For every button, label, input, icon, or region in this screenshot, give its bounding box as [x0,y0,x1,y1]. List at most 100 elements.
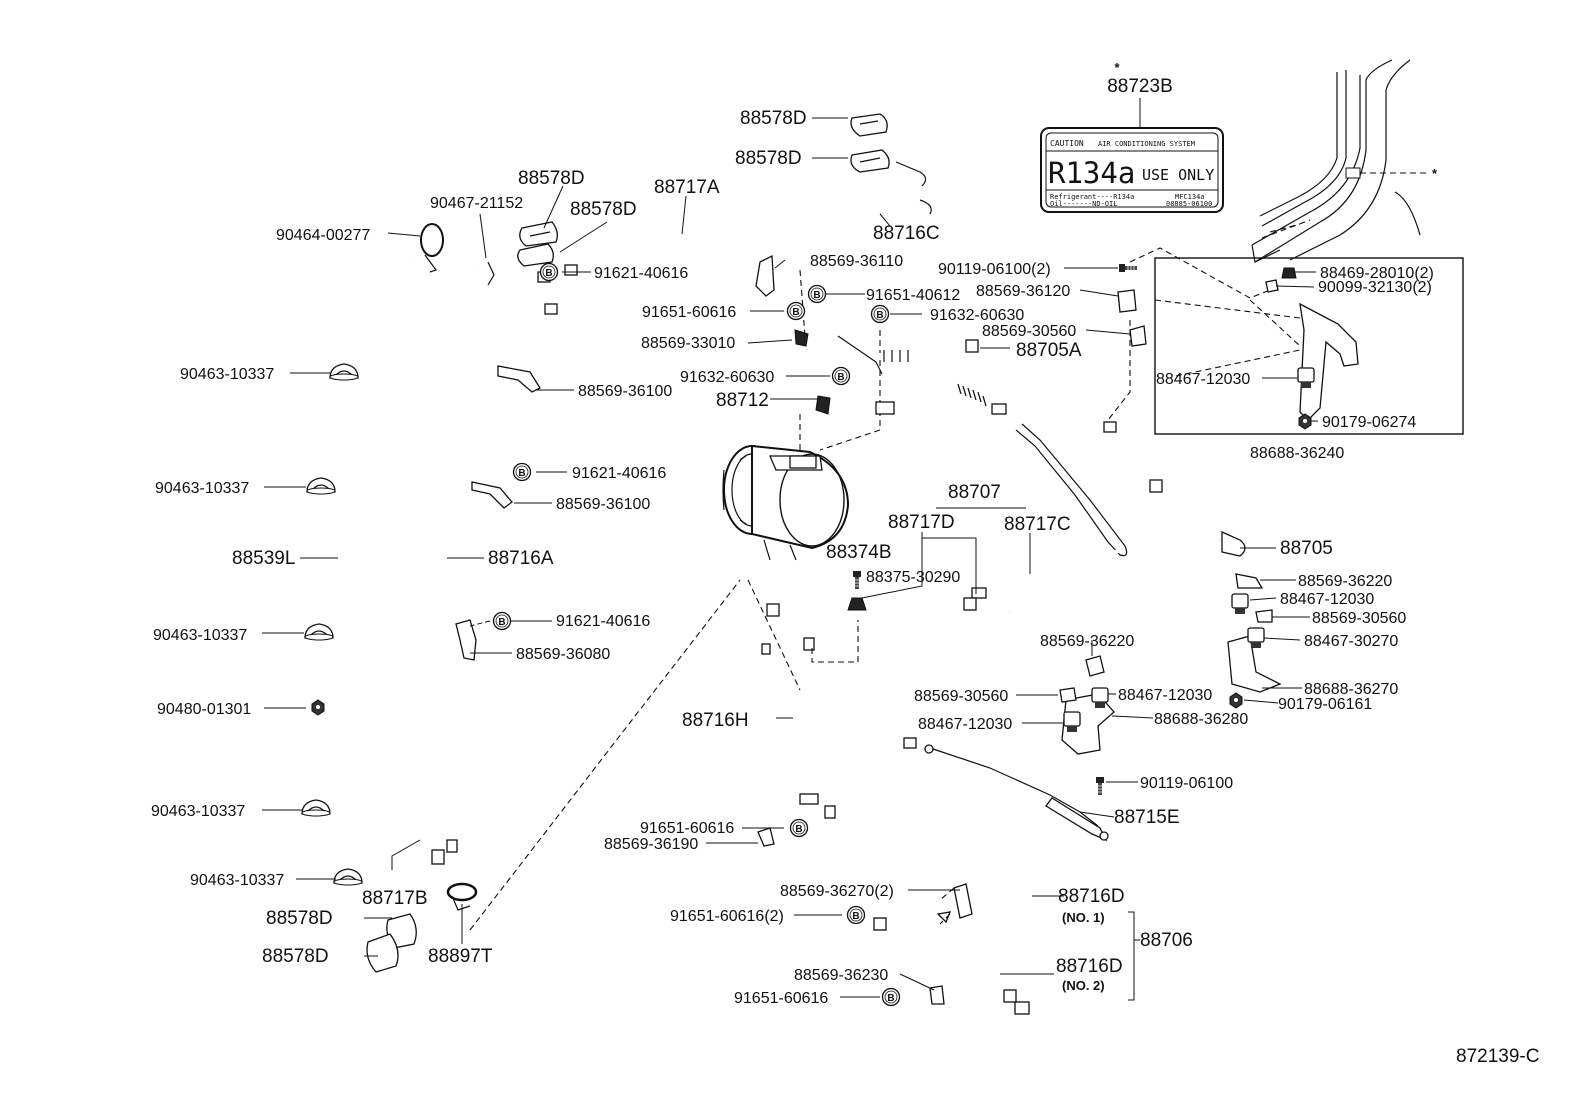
label-91651-60616: 91651-60616 [640,820,734,837]
bolt-b-icon [807,284,827,304]
bolt-b-icon [539,262,559,282]
bolt-b-icon [492,611,512,631]
label-88717c: 88717C [1004,514,1071,535]
part-labels: 88578D 88578D 88578D 88578D 88717A 88716… [151,108,1539,1067]
leader-lines [262,117,1318,998]
label-88375-30290: 88375-30290 [866,569,960,586]
label-88716h: 88716H [682,710,749,731]
bolt-88469 [1281,267,1297,279]
label-90463-10337: 90463-10337 [153,627,247,644]
label-88569-36220: 88569-36220 [1040,633,1134,650]
caution-refrigerant: R134a [1048,156,1135,190]
label-88467-12030: 88467-12030 [1118,687,1212,704]
pipe-88716d-no1 [824,805,1033,1015]
pipe-88705 [1009,421,1246,614]
label-88707: 88707 [948,482,1001,503]
label-90099-32130-2: 90099-32130(2) [1318,279,1432,296]
bolt-b-icon [846,905,866,925]
label-90463-10337: 90463-10337 [190,872,284,889]
inset-box-bracket [1154,257,1464,435]
label-90119-06100-2: 90119-06100(2) [938,261,1051,278]
label-88539l: 88539L [232,548,295,569]
clamp-88569-30560-a [1129,325,1147,347]
label-88716a: 88716A [488,548,554,569]
label-90464-00277: 90464-00277 [276,227,370,244]
label-88716d-no1: 88716D [1058,886,1125,907]
label-88374b: 88374B [826,542,892,563]
caution-line2-code: 08885-06100 [1166,200,1212,208]
nut-90099 [1265,279,1279,293]
label-no1: (NO. 1) [1062,910,1105,925]
label-88705: 88705 [1280,538,1333,559]
label-88716c: 88716C [873,223,940,244]
grommet-90463-c [304,623,334,641]
label-90480-01301: 90480-01301 [157,701,251,718]
clip-90467 [487,261,495,286]
clamp-88578d-mid1 [519,221,558,247]
label-88569-33010: 88569-33010 [641,335,735,352]
clamp-88569-36190 [757,827,775,847]
bracket-88569-36080 [455,619,477,661]
caution-line2: Oil-------ND-OIL [1050,200,1117,208]
nut-90179-06161 [1229,692,1243,709]
label-88569-30560: 88569-30560 [914,688,1008,705]
label-90119-06100: 90119-06100 [1140,775,1233,792]
switch-88569-36220-a [1235,573,1264,589]
bracket-88706 [1128,911,1140,1001]
clamp-88569-36230 [929,985,945,1005]
label-88578d: 88578D [266,908,333,929]
label-88578d: 88578D [518,168,585,189]
label-88717b: 88717B [362,888,428,909]
label-88715e: 88715E [1114,807,1180,828]
hose-88705a [837,335,979,375]
label-88717a: 88717A [654,177,720,198]
pipe-88715e [882,610,1109,842]
caution-header-left: CAUTION [1050,139,1084,148]
pipe-88717a [569,161,927,274]
clip-90480 [311,699,325,716]
label-88467-12030: 88467-12030 [1156,371,1250,388]
label-88569-36270-2: 88569-36270(2) [780,883,894,900]
label-88688-36270: 88688-36270 [1304,681,1398,698]
inset-marker: * [1432,166,1438,181]
bolt-88569-33010 [794,329,809,347]
pipe-88716d-no2 [873,917,1017,1003]
pipe-88539l [334,259,479,858]
label-88569-36230: 88569-36230 [794,967,888,984]
clamp-88569-36220-b [1085,655,1105,677]
label-88569-30560: 88569-30560 [1312,610,1406,627]
label-88569-36190: 88569-36190 [604,836,698,853]
bolt-88375-30290 [852,570,862,590]
grommet-90463-e [333,868,363,886]
label-91632-60630: 91632-60630 [680,369,774,386]
bracket-88569-36100-b [471,481,513,509]
bolt-b-icon [789,818,809,838]
pipe-88716c [554,199,932,312]
label-91651-60616: 91651-60616 [642,304,736,321]
label-88688-36240: 88688-36240 [1250,445,1344,462]
caution-header-right: AIR CONDITIONING SYSTEM [1098,140,1195,148]
pipe-88716a [428,273,541,849]
label-88569-36080: 88569-36080 [516,646,610,663]
label-88469-28010-2: 88469-28010(2) [1320,265,1434,282]
label-88467-30270: 88467-30270 [1304,633,1398,650]
pipe-88717c [971,423,1128,599]
caution-line1: Refrigerant----R134a [1050,193,1134,201]
fitting-88374b [847,597,867,611]
label-no2: (NO. 2) [1062,978,1105,993]
label-90463-10337: 90463-10337 [151,803,245,820]
label-88569-30560: 88569-30560 [982,323,1076,340]
clamp-88569-36120 [1117,289,1137,313]
pipe-88717d [766,597,977,651]
label-91651-60616-2: 91651-60616(2) [670,908,784,925]
caution-label-88723b: * 88723B CAUTION AIR CONDITIONING SYSTEM… [1040,60,1224,213]
label-88467-12030: 88467-12030 [1280,591,1374,608]
bolt-b-icon [831,366,851,386]
caution-use-only: USE ONLY [1142,166,1214,184]
clamp-88578d-top1 [850,113,888,137]
caution-line1-code: MFC134a [1175,193,1205,201]
clamp-88569-30560-b [1255,609,1273,623]
pipe-88716h [761,643,819,805]
label-88569-36220: 88569-36220 [1298,573,1392,590]
